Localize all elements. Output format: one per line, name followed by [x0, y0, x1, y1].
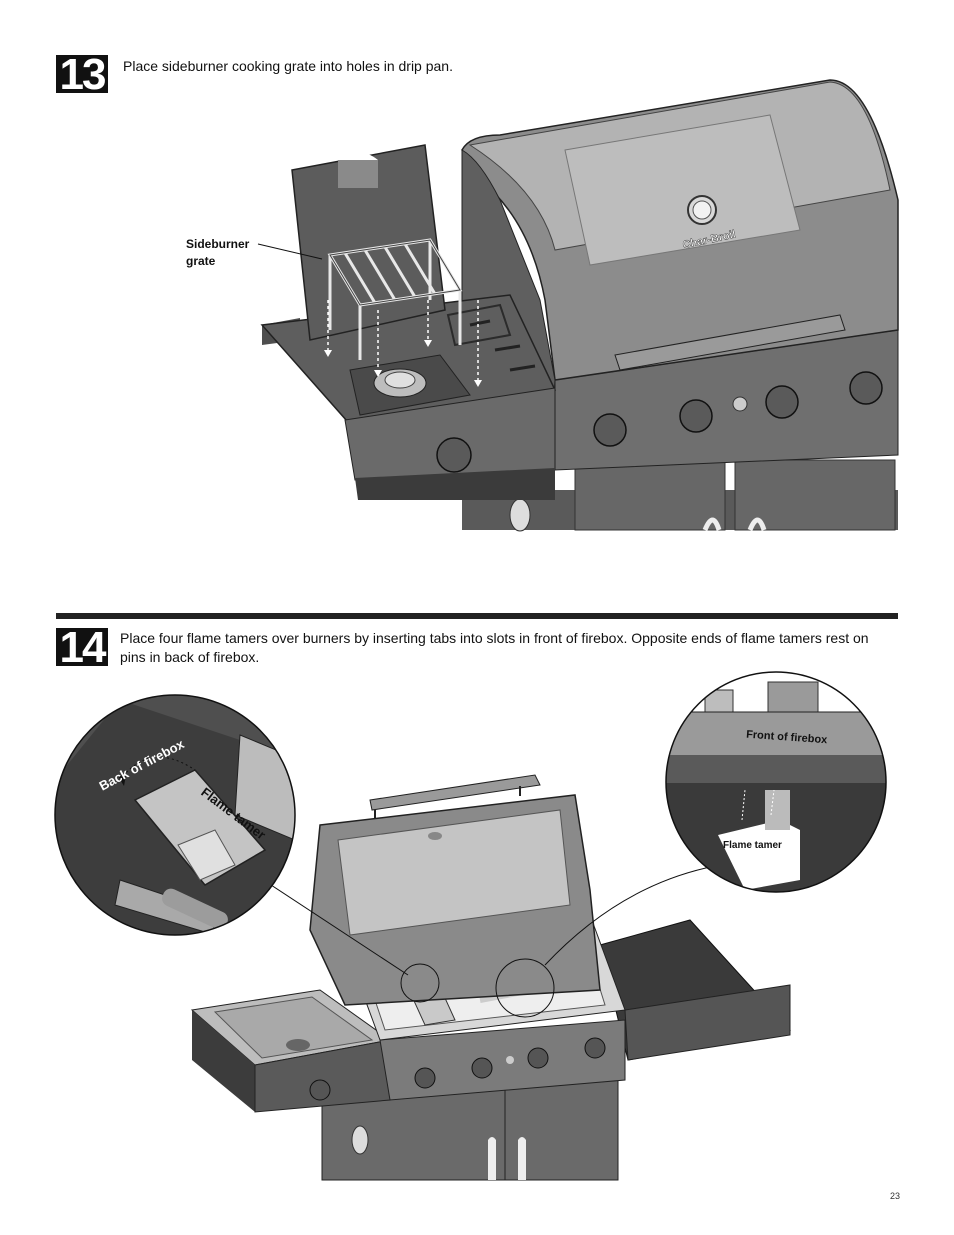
section-divider [56, 613, 898, 619]
step-13-instruction: Place sideburner cooking grate into hole… [123, 58, 453, 74]
step-14-illustration: Back of firebox Flame tamer Front of fir… [54, 671, 887, 1181]
step-13-number: 13 [56, 53, 108, 97]
front-of-firebox-label: Front of firebox [746, 729, 829, 747]
sideburner-grate-callout: Sideburner grate [186, 237, 250, 268]
step-13-illustration: Char-Broil [257, 79, 899, 532]
page-number: 23 [889, 1191, 900, 1201]
flame-tamer-label-right: Flame tamer [723, 840, 782, 851]
step-14-instruction: Place four flame tamers over burners by … [120, 630, 869, 665]
step-14-number: 14 [56, 626, 108, 670]
